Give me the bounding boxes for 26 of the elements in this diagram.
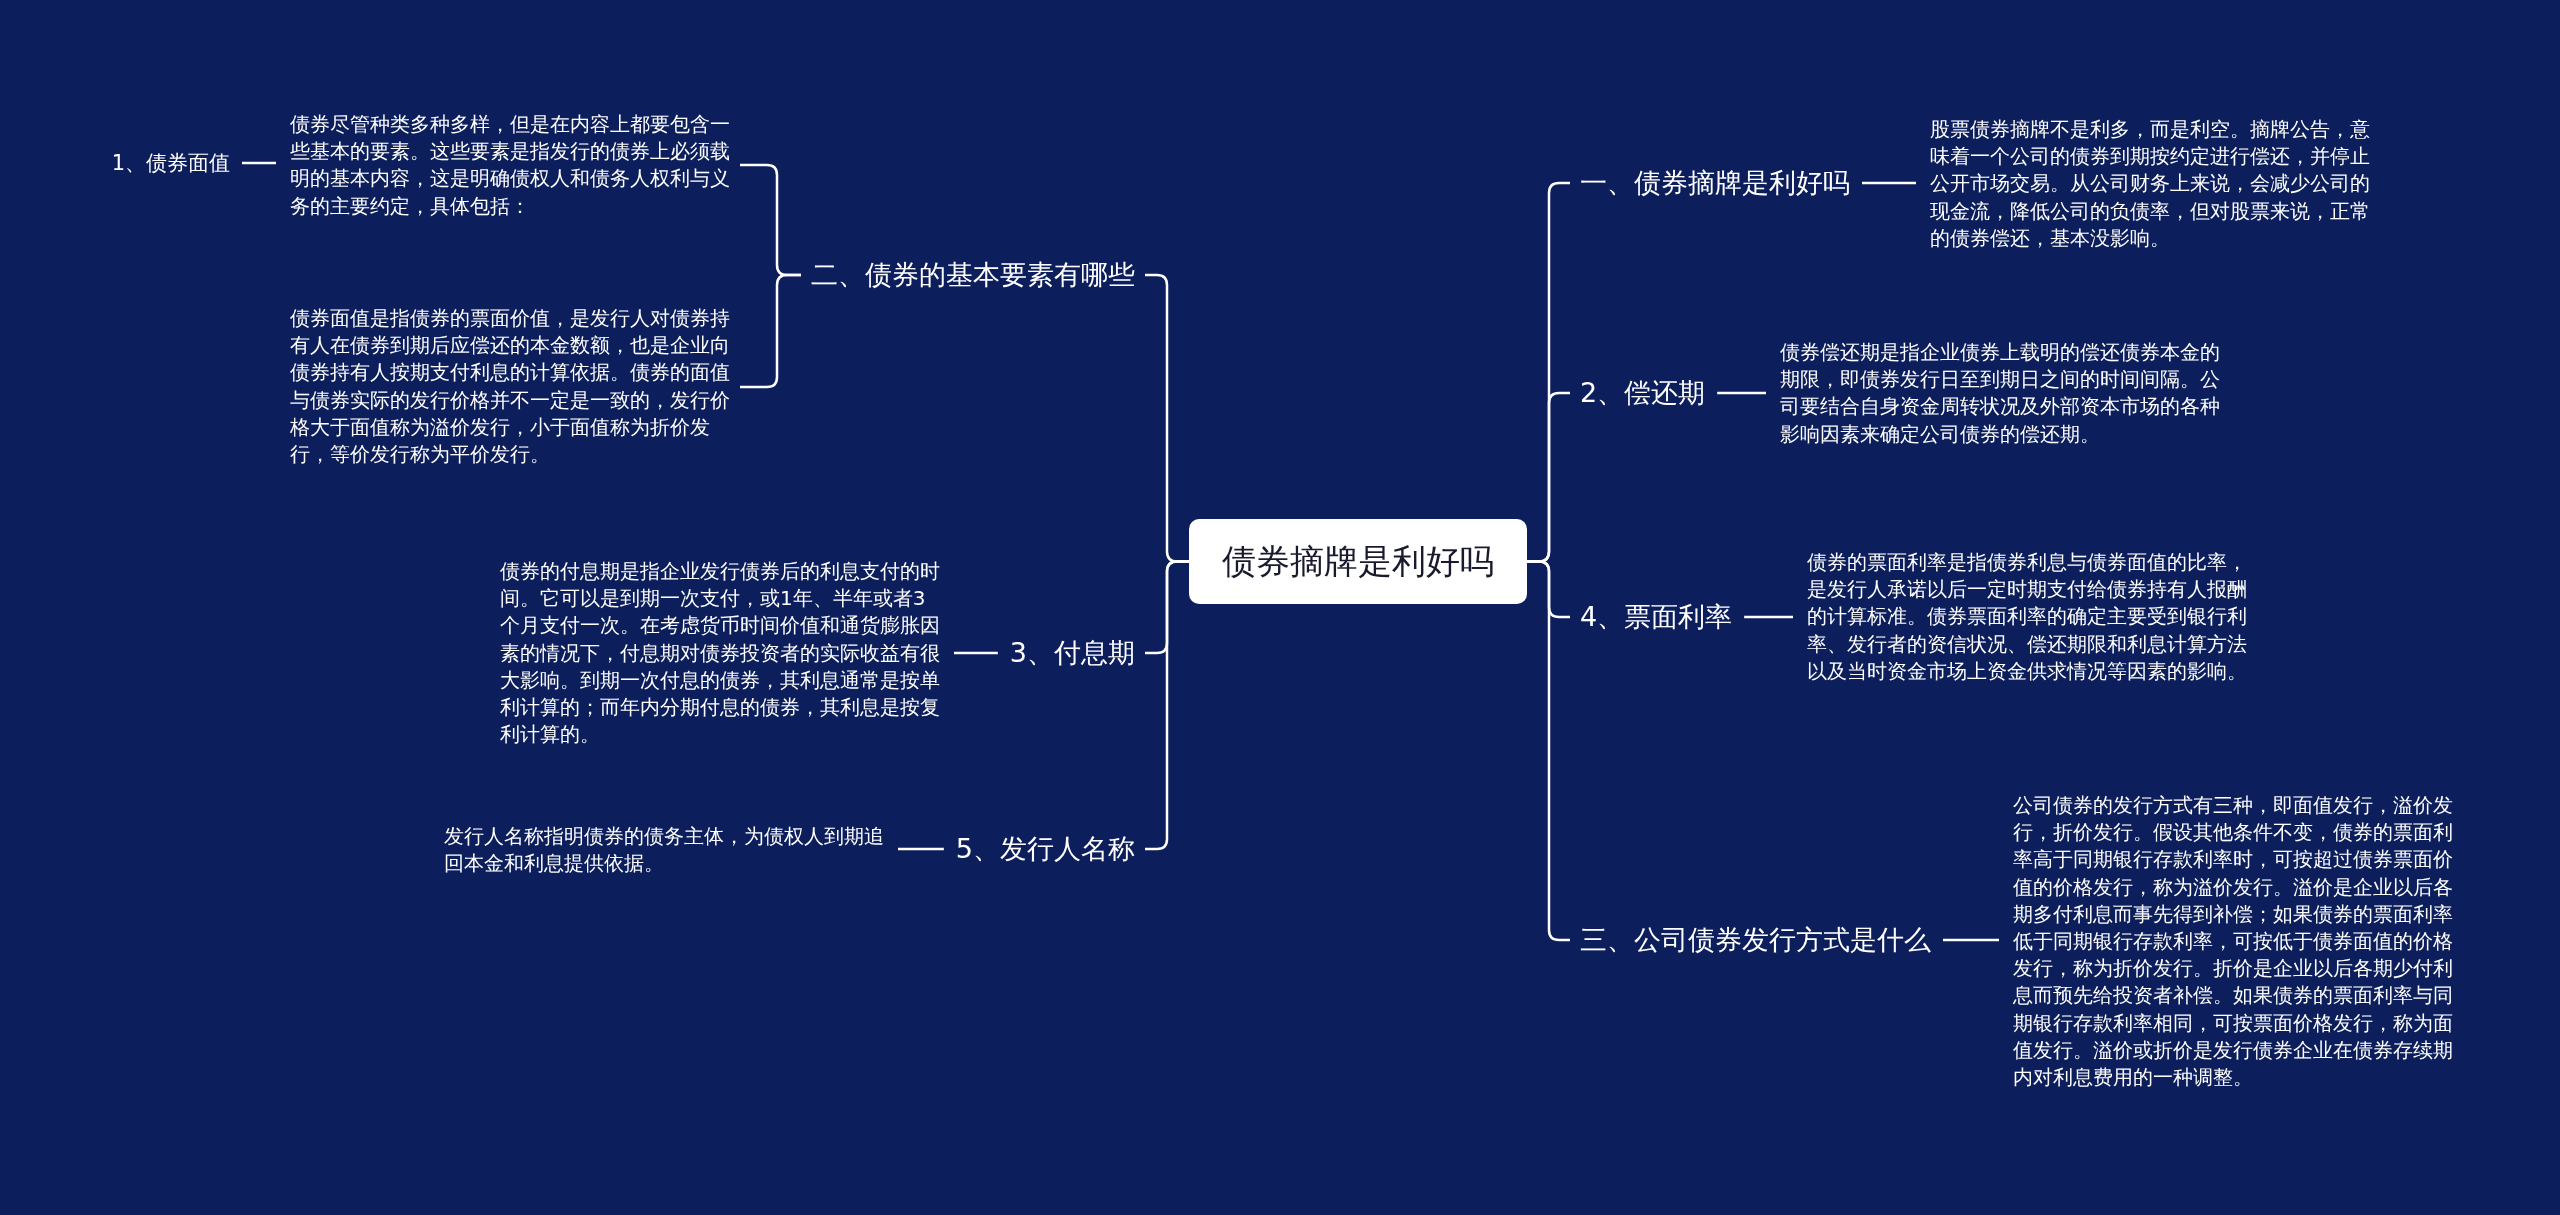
- connector-line: [1943, 938, 1999, 942]
- branch-topic: 三、公司债券发行方式是什么: [1580, 923, 1931, 957]
- description-text: 债券面值是指债券的票面价值，是发行人对债券持有人在债券到期后应偿还的本金数额，也是企业向债券持有人按期支付利息的计算依据。债券的面值与债券实际的发行价格并不一定是一致的，发行价格大于面值称为溢价发行，小于面值称为折价发行，等价发行称为平价发行。: [290, 305, 730, 469]
- connector-line: [954, 651, 998, 655]
- description-text: 债券尽管种类多种多样，但是在内容上都要包含一些基本的要素。这些要素是指发行的债券上必须载明的基本内容，这是明确债权人和债务人权利与义务的主要约定，具体包括：: [290, 110, 730, 220]
- subtopic: 1、债券面值: [111, 149, 230, 177]
- central-topic-box: 债券摘牌是利好吗: [1189, 519, 1527, 604]
- description-text: 公司债券的发行方式有三种，即面值发行，溢价发行，折价发行。假设其他条件不变，债券的票面利率高于同期银行存款利率时，可按超过债券票面价值的价格发行，称为溢价发行。溢价是企业以后各期多付利息而事先得到补偿；如果债券的票面利率低于同期银行存款利率，可按低于债券面值的价格发行，称为折价发行。折价是企业以后各期少付利息而预先给投资者补偿。如果债券的票面利率与同期银行存款利率相同，可按票面价格发行，称为面值发行。溢价或折价是发行债券企业在债券存续期内对利息费用的一种调整。: [2013, 792, 2453, 1092]
- branch-topic: 5、发行人名称: [955, 832, 1135, 866]
- connector-line: [242, 161, 276, 165]
- connector-line: [1717, 391, 1766, 395]
- description-text: 债券偿还期是指企业债券上载明的偿还债券本金的期限，即债券发行日至到期日之间的时间间隔。公司要结合自身资金周转状况及外部资本市场的各种影响因素来确定公司债券的偿还期。: [1780, 338, 2220, 448]
- connector-line: [898, 847, 944, 851]
- connector-line: [1527, 560, 1570, 942]
- connector-line: [740, 273, 801, 389]
- branch-topic: 二、债券的基本要素有哪些: [811, 258, 1135, 292]
- description-text: 股票债券摘牌不是利多，而是利空。摘牌公告，意味着一个公司的债券到期按约定进行偿还，并停止公开市场交易。从公司财务上来说，会减少公司的现金流，降低公司的负债率，但对股票来说，正常的债券偿还，基本没影响。: [1930, 116, 2370, 252]
- branch-topic: 2、偿还期: [1580, 376, 1706, 410]
- connector-line: [1744, 615, 1793, 619]
- description-text: 债券的票面利率是指债券利息与债券面值的比率，是发行人承诺以后一定时期支付给债券持有人报酬的计算标准。债券票面利率的确定主要受到银行利率、发行者的资信状况、偿还期限和利息计算方法以及当时资金市场上资金供求情况等因素的影响。: [1807, 549, 2247, 685]
- connector-line: [1862, 181, 1916, 185]
- description-text: 债券的付息期是指企业发行债券后的利息支付的时间。它可以是到期一次支付，或1年、半年或者3个月支付一次。在考虑货币时间价值和通货膨胀因素的情况下，付息期对债券投资者的实际收益有很大影响。到期一次付息的债券，其利息通常是按单利计算的；而年内分期付息的债券，其利息是按复利计算的。: [500, 557, 940, 749]
- branch-topic: 4、票面利率: [1580, 600, 1733, 634]
- branch-topic: 3、付息期: [1009, 636, 1135, 670]
- branch-topic: 一、债券摘牌是利好吗: [1580, 166, 1850, 200]
- description-text: 发行人名称指明债券的债务主体，为债权人到期追回本金和利息提供依据。: [444, 822, 884, 878]
